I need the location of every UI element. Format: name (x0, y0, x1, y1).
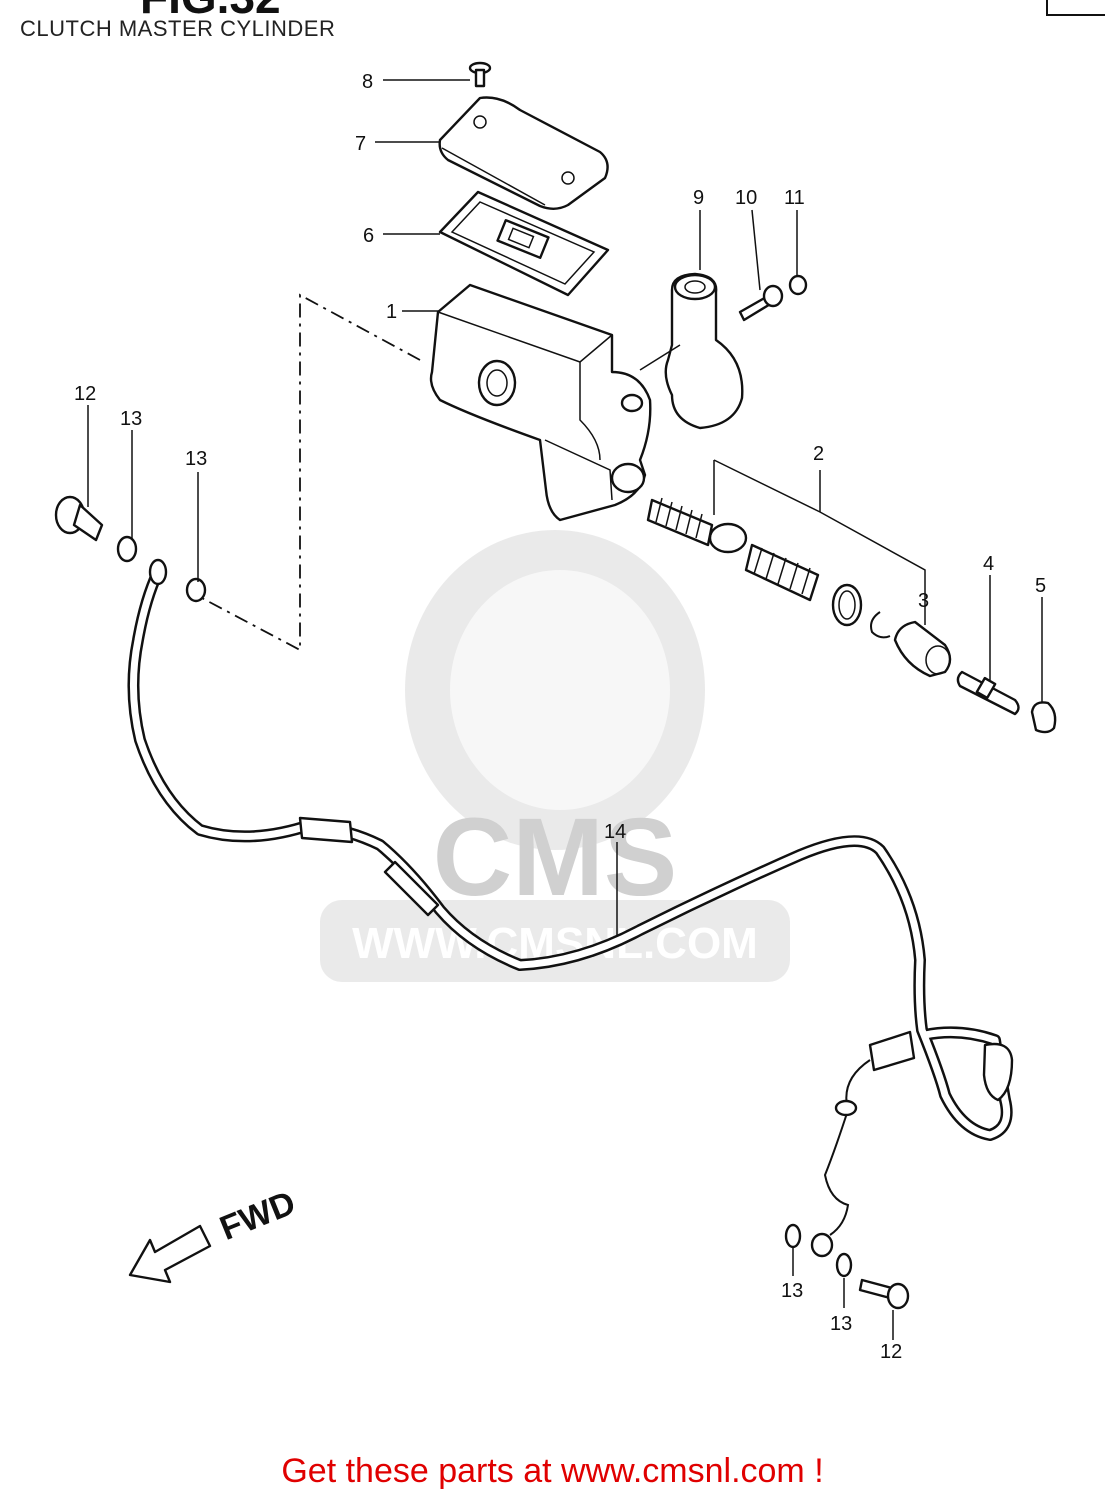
figure-number-fragment: FIG.32 (140, 0, 281, 24)
callout-3: 3 (918, 590, 929, 612)
part-2-piston-kit (646, 497, 891, 639)
part-10-bolt (738, 284, 784, 322)
callout-5: 5 (1035, 575, 1046, 597)
diagram-title: CLUTCH MASTER CYLINDER (20, 16, 336, 41)
part-8-screw (468, 61, 492, 88)
callout-10: 10 (735, 187, 757, 209)
part-1-master-cylinder-body (429, 283, 652, 522)
callout-13-lower-b: 13 (830, 1313, 852, 1335)
callout-numbers: 8 7 6 1 9 10 11 2 3 4 5 12 13 13 14 13 1… (74, 71, 1046, 1363)
direction-label: FWD (215, 1184, 301, 1248)
part-4-push-rod (956, 670, 1020, 716)
callout-2: 2 (813, 443, 824, 465)
part-13-washer-upper-a (116, 535, 138, 563)
watermark-logo-text: CMS (433, 796, 677, 919)
part-7-reservoir-cap (438, 96, 609, 210)
part-11-nut (788, 274, 808, 296)
corner-box (1046, 0, 1105, 16)
watermark: CMS WWW.CMSNL.COM (320, 530, 790, 982)
part-13-washer-lower-b (835, 1252, 853, 1278)
part-12-banjo-bolt-lower (858, 1278, 910, 1310)
part-6-diaphragm (438, 190, 610, 297)
callout-13-upper-a: 13 (120, 408, 142, 430)
part-9-bracket (639, 272, 744, 430)
callout-13-lower-a: 13 (781, 1280, 803, 1302)
callout-13-upper-b: 13 (185, 448, 207, 470)
callout-12-upper: 12 (74, 383, 96, 405)
callout-1: 1 (386, 301, 397, 323)
part-13-washer-lower-a (784, 1223, 802, 1249)
callout-7: 7 (355, 133, 366, 155)
part-5-nut (1030, 701, 1057, 734)
callout-9: 9 (693, 187, 704, 209)
part-14-clutch-hose (127, 558, 1014, 1258)
part-13-washer-upper-b (185, 577, 207, 603)
footer-link-text[interactable]: Get these parts at www.cmsnl.com ! (281, 1452, 824, 1490)
callout-4: 4 (983, 553, 994, 575)
callout-8: 8 (362, 71, 373, 93)
part-12-banjo-bolt-upper (54, 495, 104, 542)
forward-arrow-icon: FWD (128, 1184, 301, 1284)
callout-6: 6 (363, 225, 374, 247)
callout-14: 14 (604, 821, 626, 843)
callout-11: 11 (784, 187, 805, 209)
assembly-dash-line (199, 293, 421, 652)
part-3-boot (893, 620, 952, 678)
leader-lines (87, 79, 1043, 1340)
callout-12-lower: 12 (880, 1341, 902, 1363)
